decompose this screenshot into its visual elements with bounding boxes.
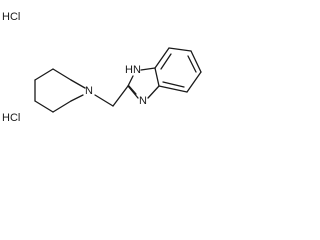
nh-hydrogen-label: H (125, 64, 133, 76)
piperidine-nitrogen-label: N (85, 85, 93, 97)
bond (162, 81, 185, 88)
bond (154, 67, 160, 87)
bond (94, 94, 114, 107)
bond (147, 85, 160, 99)
bond (127, 75, 134, 87)
bond (70, 94, 84, 102)
bond (187, 55, 197, 73)
hcl-label-top: HCl (2, 11, 20, 23)
bond (154, 47, 170, 69)
bond (160, 53, 172, 70)
bond (190, 50, 202, 73)
bond (34, 100, 54, 113)
piperidine-ring (34, 68, 86, 113)
bond (127, 85, 139, 99)
bond (52, 68, 72, 81)
methylene-linker (94, 85, 129, 107)
imine-nitrogen-label: N (139, 95, 147, 107)
benzene-ring (154, 47, 202, 93)
bond (158, 85, 188, 93)
bond (112, 85, 129, 107)
structure-diagram: HCl HCl N H N N (2, 11, 202, 124)
bond (168, 47, 192, 52)
bond (140, 67, 156, 71)
bond (186, 71, 202, 93)
hcl-label-bottom: HCl (2, 112, 20, 124)
imidazole-ring (127, 67, 160, 99)
nh-nitrogen-label: N (133, 64, 141, 76)
bond (70, 79, 86, 89)
bond (128, 85, 137, 95)
bond (34, 68, 54, 81)
bond (52, 100, 72, 113)
